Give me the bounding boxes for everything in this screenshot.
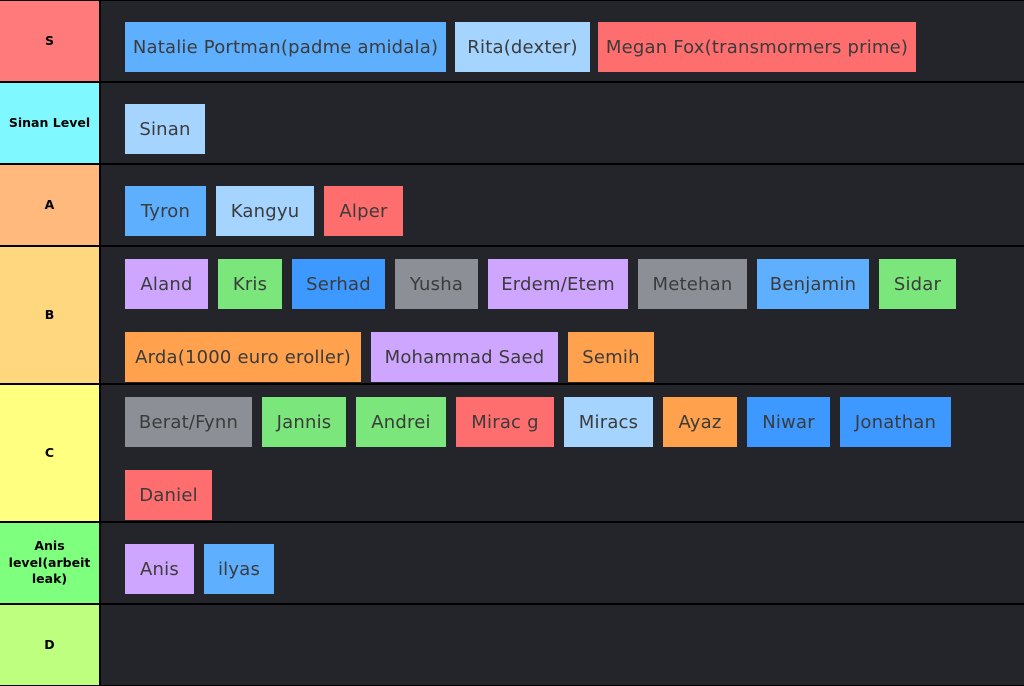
tier-item[interactable]: Berat/Fynn [125, 397, 252, 447]
tier-item[interactable]: Semih [568, 332, 654, 382]
tier-row: D [0, 605, 1024, 685]
tier-item[interactable]: Rita(dexter) [455, 22, 590, 72]
tier-item[interactable]: Arda(1000 euro eroller) [125, 332, 361, 382]
tier-label[interactable]: B [0, 247, 99, 383]
tier-item[interactable]: ilyas [204, 544, 274, 594]
tier-label[interactable]: D [0, 605, 99, 685]
tier-row: Sinan Level Sinan [0, 83, 1024, 163]
tier-item[interactable]: Miracs [564, 397, 653, 447]
tier-item[interactable]: Niwar [747, 397, 830, 447]
tier-item[interactable]: Sinan [125, 104, 205, 154]
tier-item[interactable]: Natalie Portman(padme amidala) [125, 22, 446, 72]
tier-item[interactable]: Daniel [125, 470, 212, 520]
tier-item[interactable]: Erdem/Etem [488, 259, 628, 309]
tier-item[interactable]: Aland [125, 259, 208, 309]
tier-item[interactable]: Mohammad Saed [371, 332, 558, 382]
tier-label[interactable]: A [0, 165, 99, 245]
tier-label[interactable]: C [0, 385, 99, 521]
tier-item[interactable]: Megan Fox(transmormers prime) [598, 22, 916, 72]
tier-item[interactable]: Jannis [262, 397, 346, 447]
tier-item[interactable]: Jonathan [840, 397, 951, 447]
tier-item[interactable]: Tyron [125, 186, 206, 236]
tier-item[interactable]: Ayaz [663, 397, 737, 447]
tier-item[interactable]: Serhad [292, 259, 385, 309]
tier-item[interactable]: Alper [324, 186, 403, 236]
tier-label[interactable]: Sinan Level [0, 83, 99, 163]
tier-label[interactable]: S [0, 1, 99, 81]
tier-item[interactable]: Metehan [638, 259, 747, 309]
tier-items-area[interactable] [101, 605, 1024, 685]
tier-items-area[interactable]: Sinan [101, 83, 1024, 163]
tier-label[interactable]: Anis level(arbeit leak) [0, 523, 99, 603]
tier-item[interactable]: Kris [218, 259, 282, 309]
tier-items-area[interactable]: Natalie Portman(padme amidala)Rita(dexte… [101, 1, 1024, 81]
tier-item[interactable]: Andrei [356, 397, 446, 447]
tier-item[interactable]: Anis [125, 544, 194, 594]
tier-item[interactable]: Benjamin [757, 259, 869, 309]
tier-item[interactable]: Mirac g [456, 397, 554, 447]
tier-item[interactable]: Sidar [879, 259, 956, 309]
tier-item[interactable]: Kangyu [216, 186, 314, 236]
tier-item[interactable]: Yusha [395, 259, 478, 309]
